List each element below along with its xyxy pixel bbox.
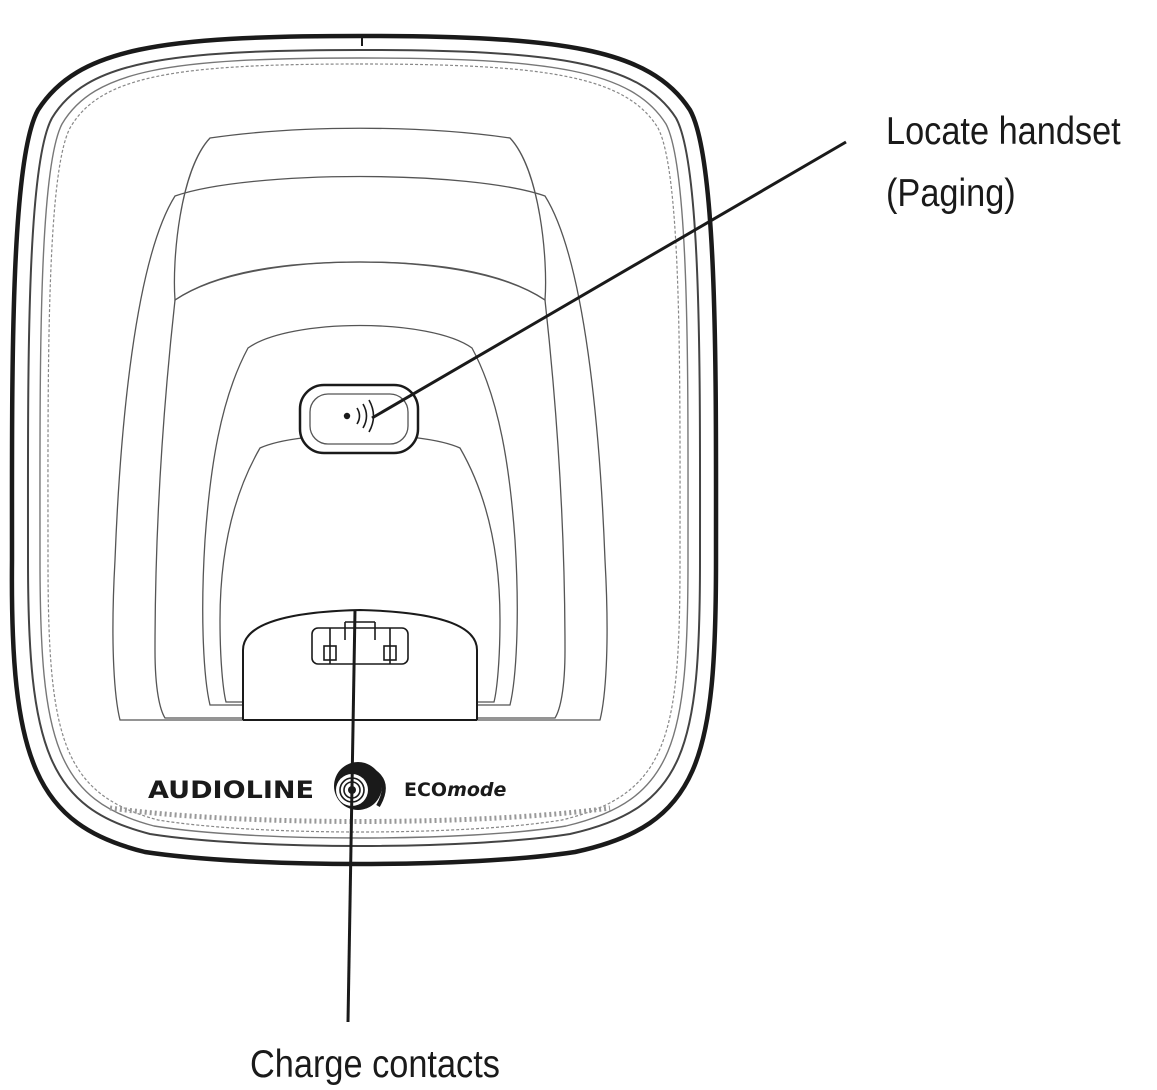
charge-pocket-outline [242,608,478,720]
cradle-middle-contour [154,261,566,719]
brand-name: AUDIOLINE [148,776,314,804]
eco-mode-label: ECOmode [404,779,507,801]
paging-dot-icon [343,412,351,420]
leader-lines [346,140,847,1023]
housing-rim-3 [47,63,681,833]
eco-suffix: mode [447,779,506,801]
callout-charge-contacts: Charge contacts [250,1043,500,1086]
leader-line-charge [346,609,357,1023]
housing-rim-1 [26,48,702,847]
paging-button[interactable] [298,383,420,455]
eco-prefix: ECO [404,779,447,801]
cradle-handset-seat [202,324,518,706]
brand-swirl-logo [334,762,386,810]
base-station-housing [9,33,719,867]
cradle-outer-wing [112,175,608,721]
paging-button-inner [309,393,409,445]
cradle-upper-hump [173,127,547,302]
charge-contact-pocket [242,608,478,721]
housing-bottom-hatch [109,805,611,824]
housing-outer-outline [9,33,719,867]
housing-rim-2 [39,57,689,839]
cradle-inner-seat [219,433,501,703]
leader-line-paging [371,140,847,420]
callout-locate-handset: Locate handset [886,110,1121,153]
callout-paging: (Paging) [886,172,1016,215]
branding: AUDIOLINE ECOmode [148,762,507,810]
charge-contacts-icon [311,621,409,665]
handset-cradle [112,127,608,721]
